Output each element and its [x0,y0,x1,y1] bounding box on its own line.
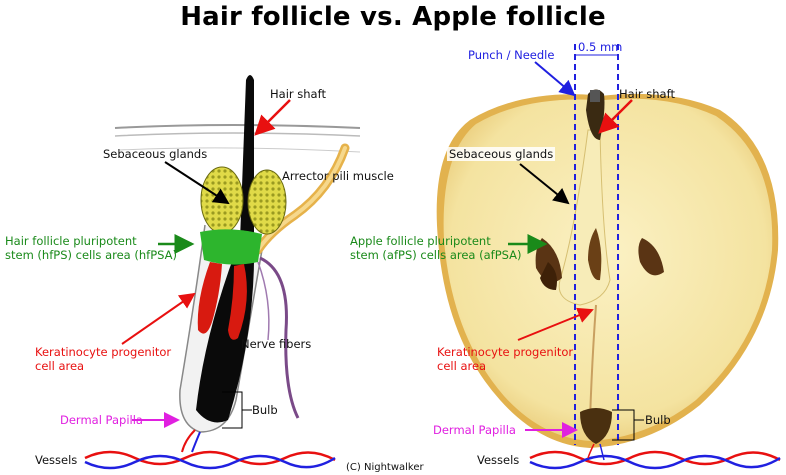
label-sebaceous-left: Sebaceous glands [103,147,208,161]
label-sebaceous-right: Sebaceous glands [447,147,556,161]
label-dermal-papilla-right: Dermal Papilla [433,423,516,437]
label-dermal-papilla-left: Dermal Papilla [60,413,143,427]
label-vessels-left: Vessels [35,453,78,467]
label-hfps-line2: stem (hfPS) cells area (hfPSA) [5,248,177,262]
label-hfps-line1: Hair follicle pluripotent [5,234,137,248]
hair-follicle-illustration [84,75,361,470]
label-hair-shaft-left: Hair shaft [270,87,326,101]
label-afps-line1: Apple follicle pluripotent [350,234,491,248]
label-hair-shaft-right: Hair shaft [619,87,675,101]
label-width-measure: 0.5 mm [578,40,623,54]
label-keratinocyte-left-line1: Keratinocyte progenitor [35,345,172,359]
label-bulb-left: Bulb [252,403,278,417]
label-keratinocyte-right-line1: Keratinocyte progenitor [437,345,574,359]
label-afps-line2: stem (afPS) cells area (afPSA) [350,248,522,262]
label-keratinocyte-right-line2: cell area [437,359,487,373]
apple-illustration [436,44,781,470]
label-bulb-right: Bulb [645,413,671,427]
label-keratinocyte-left-line2: cell area [35,359,85,373]
label-nerve-fibers: Nerve fibers [241,337,312,351]
label-vessels-right: Vessels [477,453,520,467]
label-arrector-pili: Arrector pili muscle [282,169,394,183]
diagram-title: Hair follicle vs. Apple follicle [180,2,606,32]
label-punch-needle: Punch / Needle [468,48,555,62]
credit-text: (C) Nightwalker [346,462,424,473]
